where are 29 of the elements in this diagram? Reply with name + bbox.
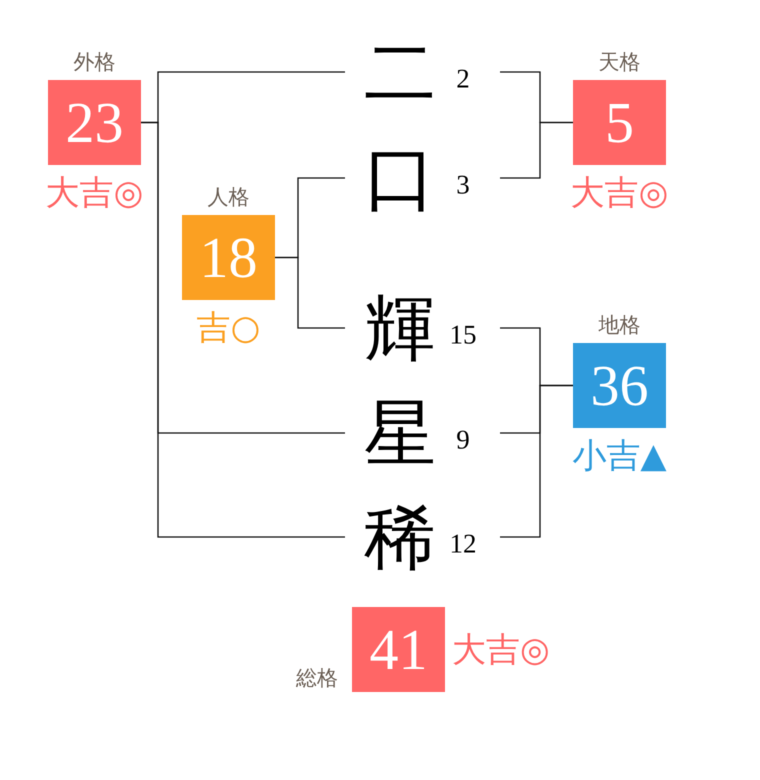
kanji-character: 星 — [364, 397, 436, 469]
stroke-count: 15 — [450, 322, 476, 348]
connector-line — [141, 122, 345, 538]
score-number: 5 — [605, 94, 634, 152]
stroke-count: 9 — [456, 426, 470, 454]
score-number: 41 — [370, 620, 428, 678]
kanji-character: 二 — [364, 36, 436, 108]
fortune-label: 大吉◎ — [46, 176, 144, 210]
category-label: 天格 — [598, 50, 640, 74]
score-number: 18 — [200, 228, 258, 286]
connector-line — [275, 256, 345, 329]
stroke-count: 2 — [456, 66, 470, 92]
kanji-character: 口 — [364, 142, 436, 214]
kanji-character: 稀 — [364, 501, 436, 573]
stroke-count: 12 — [450, 530, 476, 558]
connector-line — [500, 384, 573, 538]
category-label: 人格 — [208, 186, 250, 209]
category-label: 外格 — [74, 50, 116, 74]
fortune-label: 吉○ — [196, 311, 260, 345]
score-number: 36 — [590, 356, 648, 414]
stroke-count: 3 — [456, 172, 470, 198]
fortune-label: 大吉◎ — [570, 176, 668, 210]
category-label: 地格 — [598, 314, 640, 337]
fortune-label: 小吉▲ — [572, 439, 667, 473]
category-label: 総格 — [296, 666, 338, 690]
connector-line — [500, 122, 573, 179]
fortune-label: 大吉◎ — [452, 632, 550, 666]
kanji-character: 輝 — [364, 292, 436, 364]
score-number: 23 — [66, 94, 124, 152]
